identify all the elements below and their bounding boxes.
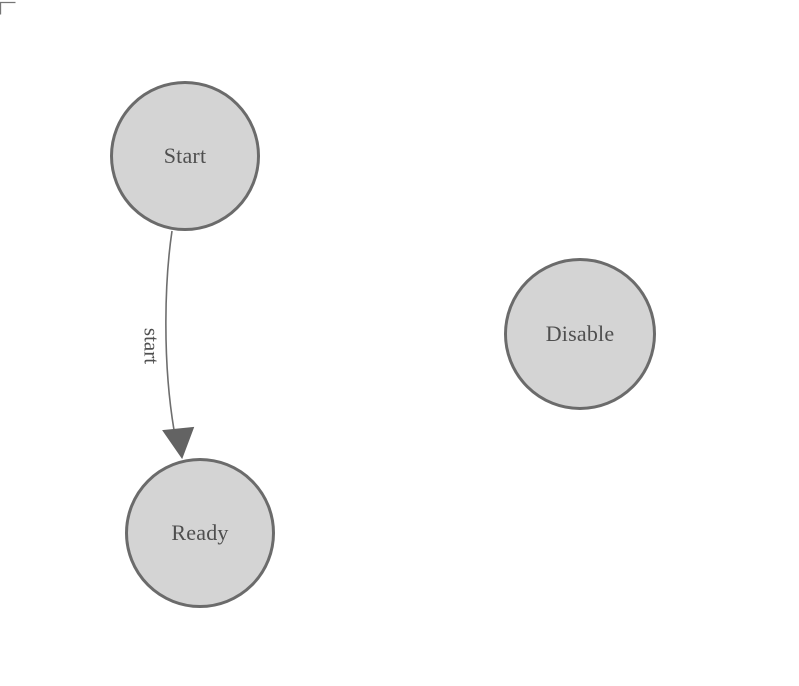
edge-arrowhead-icon: [162, 426, 195, 460]
state-node-start[interactable]: Start: [110, 81, 260, 231]
canvas-corner-mark: [0, 1, 16, 15]
transition-edge-start-to-ready[interactable]: [165, 230, 175, 431]
state-node-disable[interactable]: Disable: [504, 258, 656, 410]
state-node-ready[interactable]: Ready: [125, 458, 275, 608]
state-node-disable-label: Disable: [545, 321, 615, 346]
transition-edge-label: start: [139, 327, 164, 365]
state-node-ready-label: Ready: [171, 520, 229, 545]
state-node-start-label: Start: [163, 143, 207, 168]
